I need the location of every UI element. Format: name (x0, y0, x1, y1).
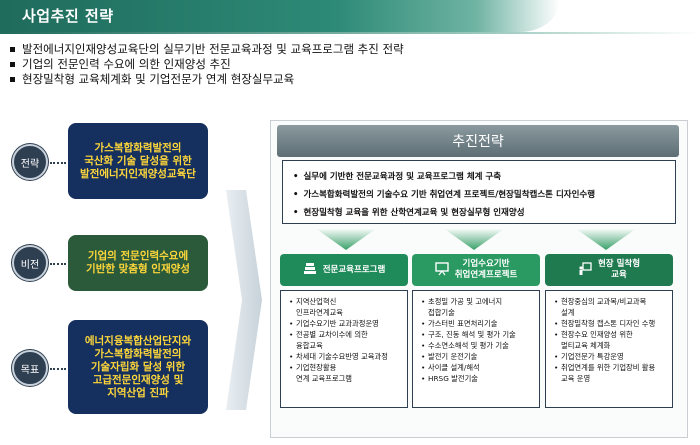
strategy-item: 가스복합화력발전의 기술수요 기반 취업연계 프로젝트/현장밀착캡스톤 디자인수… (293, 188, 595, 200)
goal-line: 가스복합화력발전의 (94, 347, 182, 360)
list-item: 구조, 진동 해석 및 평가 기술 (421, 329, 535, 340)
summary-bullet-list: 발전에너지인재양성교육단의 실무기반 전문교육과정 및 교육프로그램 추진 전략… (8, 42, 404, 87)
goal-line: 에너지융복합산업단지와 (84, 334, 192, 347)
panel-title: 추진전략 (277, 125, 679, 157)
book-stack-icon (303, 262, 317, 278)
goal-line: 고급전문인재양성 및 (92, 373, 184, 386)
strategy-line: 발전에너지인재양성교육단 (80, 167, 196, 180)
summary-bullet: 발전에너지인재양성교육단의 실무기반 전문교육과정 및 교육프로그램 추진 전략 (8, 42, 404, 57)
goal-connector (50, 368, 66, 370)
column-header-field-education: 현장 밀착형 교육 (545, 254, 673, 286)
funnel-arrow-icon (575, 228, 637, 250)
list-item: 지역산업혁신 (289, 296, 403, 307)
list-item: 융합교육 (296, 341, 323, 350)
goal-line: 기술자립화 달성 위한 (90, 360, 186, 373)
list-item: HRSG 발전기술 (421, 373, 535, 384)
column-title-line: 교육 (611, 270, 627, 280)
teacher-board-icon (578, 262, 592, 278)
column-title-line: 현장 밀착형 (597, 259, 641, 269)
list-item: 현장중심의 교과목/비교과목 (554, 296, 668, 307)
list-item: 사이클 설계/해석 (421, 362, 535, 373)
list-item: 현장밀착형 캡스톤 디자인 수행 (554, 318, 668, 329)
column-title-line: 기업수요기반 (462, 259, 510, 269)
vision-connector (50, 263, 66, 265)
funnel-arrow-icon (315, 228, 377, 250)
list-item: 전공별 교차이수에 의한 (289, 329, 403, 340)
list-item: 초정밀 가공 및 고에너지 (421, 296, 535, 307)
goal-box: 에너지융복합산업단지와 가스복합화력발전의 기술자립화 달성 위한 고급전문인재… (68, 320, 208, 414)
list-item: 발전기 운전기술 (421, 351, 535, 362)
strategy-item: 현장밀착형 교육을 위한 산학연계교육 및 현장실무형 인재양성 (293, 206, 524, 218)
list-item: 설계 (561, 308, 575, 317)
list-item: 취업연계를 위한 기업장비 활용 (554, 362, 668, 373)
strategy-line: 국산화 기술 달성을 위한 (84, 154, 192, 167)
presentation-board-icon (435, 262, 449, 278)
strategy-box: 가스복합화력발전의 국산화 기술 달성을 위한 발전에너지인재양성교육단 (68, 123, 208, 199)
vision-circle: 비전 (12, 245, 48, 281)
list-item: 현장수요 인재양성 위한 (554, 329, 668, 340)
list-item: 교육 운영 (561, 374, 591, 383)
strategy-line: 가스복합화력발전의 (94, 141, 182, 154)
column-title-line: 취업연계프로젝트 (454, 270, 518, 280)
vision-line: 기반한 맞춤형 인재양성 (86, 263, 190, 275)
summary-bullet: 기업의 전문인력 수요에 의한 인재양성 추진 (8, 57, 404, 72)
strategy-connector (50, 162, 66, 164)
summary-bullet: 현장밀착형 교육체계화 및 기업전문가 연계 현장실무교육 (8, 72, 404, 87)
vision-box: 기업의 전문인력수요에 기반한 맞춤형 인재양성 (68, 235, 208, 291)
strategy-circle: 전략 (12, 144, 48, 180)
column-body-education-program: 지역산업혁신 인프라연계교육 기업수요기반 교과과정운영 전공별 교차이수에 의… (280, 290, 408, 408)
list-item: 기업수요기반 교과과정운영 (289, 318, 403, 329)
goal-line: 지역산업 진파 (107, 386, 169, 399)
column-body-field-education: 현장중심의 교과목/비교과목 설계 현장밀착형 캡스톤 디자인 수행 현장수요 … (545, 290, 673, 408)
list-item: 기업현장활용 (289, 362, 403, 373)
goal-circle: 목표 (12, 350, 48, 386)
column-header-education-program: 전문교육프로그램 (280, 254, 408, 286)
page-title: 사업추진 전략 (22, 7, 114, 25)
column-header-employment-project: 기업수요기반 취업연계프로젝트 (412, 254, 540, 286)
list-item: 연계 교육프로그램 (296, 374, 353, 383)
strategy-list-box: 실무에 기반한 전문교육과정 및 교육프로그램 체계 구축 가스복합화력발전의 … (282, 160, 676, 224)
list-item: 가스터빈 표면처리기술 (421, 318, 535, 329)
list-item: 멀티교육 체계화 (561, 341, 611, 350)
strategy-item: 실무에 기반한 전문교육과정 및 교육프로그램 체계 구축 (293, 170, 501, 182)
list-item: 차세대 기술수요반영 교육과정 (289, 351, 403, 362)
chevron-right-icon (226, 190, 262, 410)
funnel-arrow-icon (443, 228, 505, 250)
column-body-employment-project: 초정밀 가공 및 고에너지 접합기술 가스터빈 표면처리기술 구조, 진동 해석… (412, 290, 540, 408)
list-item: 수소연소해석 및 평가 기술 (421, 340, 535, 351)
title-divider (0, 32, 700, 34)
vision-line: 기업의 전문인력수요에 (87, 250, 189, 262)
list-item: 인프라연계교육 (296, 308, 343, 317)
list-item: 기업전문가 특강운영 (554, 351, 668, 362)
column-title: 전문교육프로그램 (322, 264, 386, 275)
title-bar: 사업추진 전략 (0, 0, 560, 32)
list-item: 접합기술 (428, 308, 455, 317)
